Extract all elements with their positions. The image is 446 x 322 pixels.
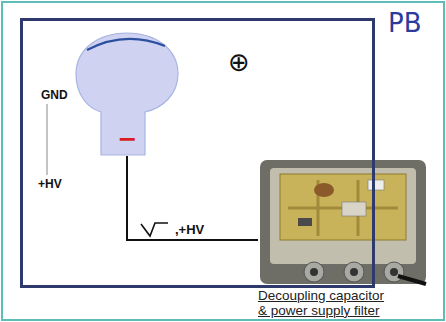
filter-module: Decoupling capacitor & power supply filt… [258,158,428,319]
cathode-polarity: − [75,127,179,151]
cable-gland [304,262,324,282]
pcb-traces [288,180,398,236]
cable-gland [384,262,404,282]
cable-gland [310,268,318,276]
box-cavity [270,168,416,264]
detector-housing: ⊕− [20,18,375,288]
ground-label: GND [41,88,68,102]
polarity-symbol: ⊕ [228,47,250,77]
capacitor [314,183,334,197]
cable-gland [350,268,358,276]
cable-gland [390,268,398,276]
component [342,202,366,216]
signal-wire [127,156,258,240]
component [298,218,312,226]
voltage-leader [47,104,48,175]
cable-gland [344,262,364,282]
voltage-label: +HV [38,177,62,191]
filter-box-photo [258,158,428,286]
cable [398,276,426,284]
photocathode [87,39,165,50]
module-caption: Decoupling capacitor & power supply filt… [258,289,390,318]
pcb [280,174,406,240]
pulse-symbol [141,223,168,236]
signal-label: ,+HV [175,222,204,237]
photomultiplier-tube: − [75,32,179,156]
pmt-glass [76,33,178,155]
box-shell [260,160,426,284]
component [368,180,384,190]
panel-title: PB [388,8,422,38]
